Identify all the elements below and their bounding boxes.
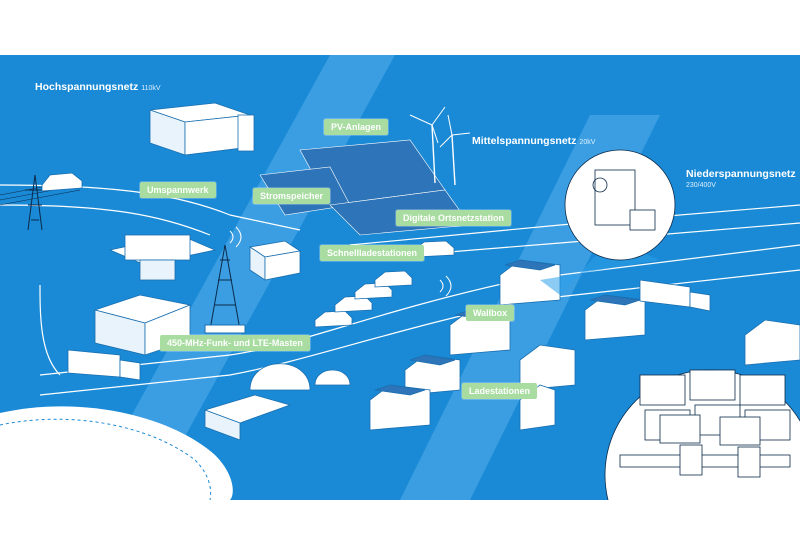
- tag-ladestationen: Ladestationen: [462, 383, 538, 399]
- tag-wallbox: Wallbox: [466, 305, 515, 321]
- truck-icon: [639, 279, 711, 312]
- tag-ortsnetzstation: Digitale Ortsnetzstation: [396, 210, 512, 226]
- warehouse-icon: [93, 294, 192, 356]
- car-icon: [41, 172, 83, 192]
- factory-icon: [149, 102, 255, 156]
- truck-icon: [67, 349, 141, 381]
- zone-medium-name: Mittelspannungsnetz: [472, 135, 577, 147]
- scene-graphics: [0, 55, 800, 500]
- ortsnetzstation-detail: [540, 149, 676, 295]
- tag-umspannwerk: Umspannwerk: [140, 182, 216, 198]
- tag-funk: 450-MHz-Funk- und LTE-Masten: [160, 335, 310, 351]
- biogas-plant-icon: [203, 363, 351, 441]
- signal-icon: [229, 226, 630, 327]
- zone-high-voltage: 110kV: [141, 85, 161, 92]
- tag-schnellladestationen: Schnellladestationen: [320, 245, 425, 261]
- substation-icon: [108, 234, 217, 281]
- zone-medium-voltage: 20kV: [579, 139, 596, 146]
- control-room-detail: [604, 369, 800, 500]
- radio-mast-icon: [204, 244, 246, 334]
- river: [0, 406, 233, 500]
- charging-cars: [314, 270, 413, 328]
- zone-low-name: Niederspannungsnetz: [686, 168, 796, 180]
- zone-low-voltage: 230/400V: [686, 182, 716, 189]
- tag-pv: PV-Anlagen: [324, 119, 389, 135]
- zone-high-name: Hochspannungsnetz: [35, 81, 139, 93]
- zone-low-voltage-title: Niederspannungsnetz: [686, 168, 796, 180]
- wind-turbine-icon: [409, 106, 471, 186]
- tag-stromspeicher: Stromspeicher: [253, 188, 331, 204]
- battery-storage-icon: [248, 240, 302, 281]
- monitor-icon: [619, 369, 791, 478]
